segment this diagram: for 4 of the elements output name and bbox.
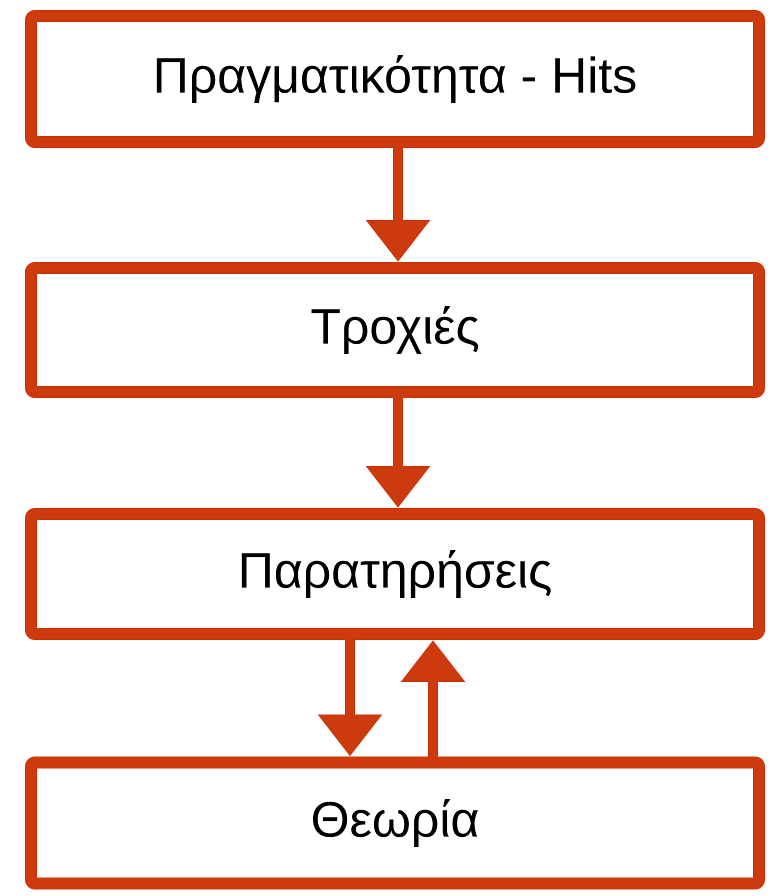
process-box: Θεωρία	[25, 756, 765, 890]
process-box: Τροχιές	[25, 262, 765, 398]
process-box: Πραγματικότητα - Hits	[25, 10, 765, 148]
process-box: Παρατηρήσεις	[25, 508, 765, 640]
